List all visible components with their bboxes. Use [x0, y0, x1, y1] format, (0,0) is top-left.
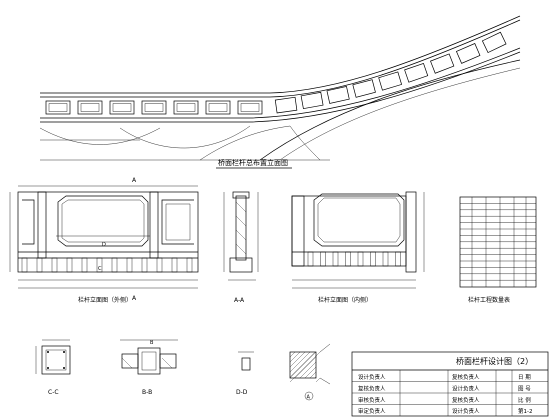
baluster	[307, 251, 314, 267]
title-row-1-right: 日 期	[518, 374, 531, 381]
section-dd	[238, 351, 254, 371]
title-row-1-mid: 复核负责人	[452, 373, 480, 381]
railing-panel	[173, 100, 199, 115]
section-aa-caption: A-A	[234, 297, 245, 304]
hatch-line	[314, 376, 317, 379]
title-row-2-mid: 设计负责人	[452, 385, 480, 393]
railing-panel	[430, 53, 455, 74]
baluster	[21, 257, 28, 273]
title-row-3-mid: 复核负责人	[452, 396, 480, 404]
railing-panel	[455, 43, 481, 64]
panel-elevation-inner	[291, 191, 425, 289]
railing-panel	[378, 71, 403, 91]
baluster	[382, 251, 389, 267]
title-block	[351, 351, 549, 417]
baluster	[186, 257, 193, 273]
hatch-line	[299, 361, 317, 379]
title-row-4-mid: 设计负责人	[452, 407, 480, 415]
railing-panel-inset	[48, 103, 68, 112]
hatch-line	[289, 351, 301, 363]
baluster	[141, 257, 148, 273]
section-mark-a-bottom: A	[132, 295, 137, 302]
section-dd-caption: D-D	[236, 389, 248, 396]
detail-a-label: A	[307, 395, 311, 401]
baluster	[320, 251, 326, 267]
section-bb-caption: B-B	[142, 389, 152, 396]
title-row-4-right: 第1-2	[518, 407, 532, 415]
title-row-3-right: 比 例	[518, 396, 531, 404]
section-mark-d: D	[102, 242, 106, 248]
hatch-line	[309, 371, 317, 379]
section-mark-b: B	[150, 340, 154, 346]
section-bb	[120, 339, 178, 375]
baluster	[51, 257, 58, 273]
baluster	[81, 257, 88, 273]
railing-panel-inset	[176, 103, 196, 112]
section-aa	[223, 191, 259, 281]
baluster	[395, 251, 401, 267]
baluster	[370, 251, 376, 267]
railing-panel	[300, 91, 324, 110]
title-row-4-left: 审定负责人	[358, 407, 386, 415]
detail-a	[289, 343, 331, 401]
table-caption: 栏杆工程数量表	[468, 296, 510, 304]
railing-panel	[404, 62, 429, 83]
bridge-elevation	[39, 15, 521, 161]
panel-elevation-inner-caption: 栏杆立面图（内侧）	[318, 296, 372, 304]
title-row-1-left: 设计负责人	[358, 373, 386, 381]
railing-panel	[481, 31, 507, 54]
railing-panel	[237, 100, 263, 115]
railing-panel-inset	[144, 103, 164, 112]
section-cc	[35, 339, 71, 375]
hatch-line	[315, 377, 321, 383]
baluster	[96, 257, 103, 273]
elevation-caption: 桥面栏杆总布置立面图	[218, 158, 288, 167]
hatch-line	[289, 351, 317, 379]
hatch-line	[294, 356, 317, 379]
baluster	[357, 251, 364, 267]
railing-panel-inset	[112, 103, 132, 112]
baluster	[332, 251, 339, 267]
hatch-line	[289, 351, 316, 378]
panel-elevation-face-caption: 栏杆立面图（外侧）	[78, 296, 132, 304]
baluster	[36, 257, 43, 273]
baluster	[111, 257, 118, 273]
section-cc-caption: C-C	[48, 389, 59, 396]
section-mark-a-top: A	[132, 177, 137, 184]
quantity-table	[459, 196, 537, 288]
railing-panel	[109, 100, 135, 115]
title-row-2-left: 复核负责人	[358, 385, 386, 393]
railing-panel	[352, 79, 376, 98]
railing-panel	[326, 86, 350, 104]
railing-panel	[141, 100, 167, 115]
hatch-line	[289, 351, 296, 358]
baluster	[66, 257, 73, 273]
hatch-line	[304, 366, 317, 379]
baluster	[345, 251, 351, 267]
railing-panel-inset	[80, 103, 100, 112]
railing-panel-inset	[208, 103, 228, 112]
title-row-3-left: 审核负责人	[358, 396, 386, 404]
railing-panel	[77, 100, 103, 115]
hatch-line	[289, 351, 311, 373]
section-mark-c-left: C	[98, 266, 102, 272]
railing-panel	[45, 100, 71, 115]
baluster	[156, 257, 163, 273]
panel-elevation-face	[9, 185, 199, 289]
baluster	[171, 257, 178, 273]
drawing-name: 桥面栏杆设计图（2）	[456, 356, 533, 366]
railing-panel	[274, 96, 298, 114]
baluster	[126, 257, 133, 273]
hatch-line	[289, 351, 306, 368]
railing-panel-inset	[240, 103, 260, 112]
hatch-line	[289, 351, 321, 383]
title-row-2-right: 图 号	[518, 385, 531, 393]
railing-panel	[205, 100, 231, 115]
